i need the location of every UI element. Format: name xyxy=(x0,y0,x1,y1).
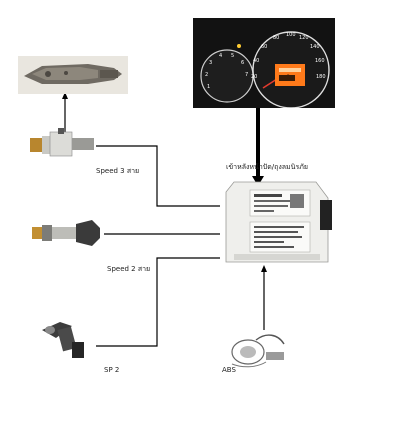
abs-sensor-image xyxy=(231,334,285,368)
speed3-label: Speed 3 สาย xyxy=(96,167,140,175)
abs-label: ABS xyxy=(222,366,236,374)
tach-tick-7: 7 xyxy=(245,72,249,78)
dashboard-cluster xyxy=(193,18,335,108)
ecu-caption: เข้าหลังหน้าปัด/ถุงลมนิรภัย xyxy=(226,163,308,171)
speedo-tick-160: 160 xyxy=(315,58,325,64)
dashboard-arrow-head xyxy=(252,176,264,186)
display-value: 0 xyxy=(286,74,291,81)
speedo-tick-100: 100 xyxy=(286,32,296,38)
abs-arrow-head xyxy=(261,265,267,272)
tach-tick-5: 5 xyxy=(231,53,235,59)
ecu-module xyxy=(225,181,332,263)
speedo-tick-180: 180 xyxy=(316,74,326,80)
gearbox-arrow-head xyxy=(62,92,68,99)
speed3-wire xyxy=(96,145,220,207)
speedometer-ticks: 20 40 60 80 100 120 140 160 180 1 2 3 4 … xyxy=(193,18,335,108)
tach-tick-6: 6 xyxy=(241,60,245,66)
gearbox-image xyxy=(18,56,128,94)
tach-tick-3: 3 xyxy=(209,60,213,66)
tach-tick-2: 2 xyxy=(205,72,209,78)
tach-tick-1: 1 xyxy=(207,84,211,90)
speed2-sensor-image xyxy=(32,220,100,246)
speedo-tick-40: 40 xyxy=(253,58,260,64)
sp2-wire xyxy=(96,257,220,347)
sp2-sensor-image xyxy=(42,322,84,358)
speedo-tick-120: 120 xyxy=(299,35,309,41)
speed2-label: Speed 2 สาย xyxy=(107,265,151,273)
speedo-tick-60: 60 xyxy=(261,44,268,50)
tach-tick-4: 4 xyxy=(219,53,223,59)
speedo-tick-140: 140 xyxy=(310,44,320,50)
speedo-tick-20: 20 xyxy=(251,74,258,80)
sp2-label: SP 2 xyxy=(104,366,120,374)
speed3-sensor-image xyxy=(30,128,94,157)
speedo-tick-80: 80 xyxy=(273,35,280,41)
